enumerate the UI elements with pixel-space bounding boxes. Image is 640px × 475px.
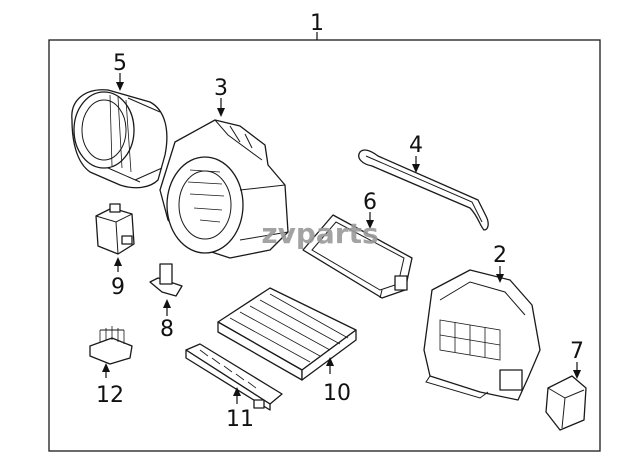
part-7-actuator xyxy=(545,375,587,431)
part-6-filter-cover xyxy=(302,214,413,299)
part-4-seal-strip xyxy=(358,149,489,231)
part-8-sensor xyxy=(149,263,183,297)
assembly-frame xyxy=(48,39,601,452)
callout-1: 1 xyxy=(310,11,324,36)
callout-9: 9 xyxy=(111,275,125,300)
callout-5: 5 xyxy=(113,51,127,76)
callout-3: 3 xyxy=(214,76,228,101)
callout-11: 11 xyxy=(226,407,254,432)
callout-4: 4 xyxy=(409,133,423,158)
callout-7: 7 xyxy=(570,339,584,364)
part-3-blower-housing xyxy=(159,119,289,259)
callout-10: 10 xyxy=(323,381,351,406)
callout-6: 6 xyxy=(363,190,377,215)
part-9-resistor xyxy=(95,203,135,255)
callout-12: 12 xyxy=(96,383,124,408)
part-5-fan-shroud xyxy=(71,89,168,189)
part-2-heater-case xyxy=(423,269,541,401)
watermark-logo: zvparts xyxy=(261,217,378,250)
part-12-module xyxy=(89,326,133,365)
part-11-filter-holder xyxy=(185,343,283,411)
callout-8: 8 xyxy=(160,317,174,342)
part-10-cabin-filter xyxy=(217,287,357,381)
callout-2: 2 xyxy=(493,243,507,268)
